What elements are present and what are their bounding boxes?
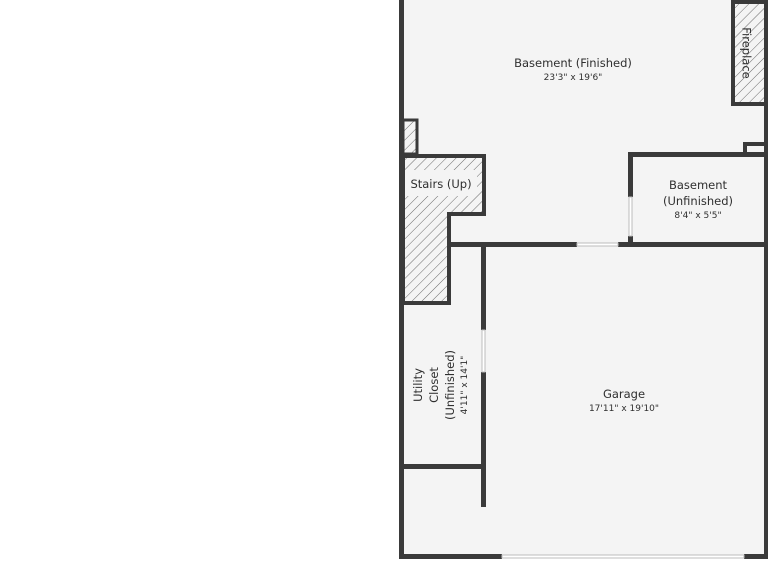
basement-finished-dimensions: 23'3" x 19'6" bbox=[544, 73, 603, 83]
unfinished-door-opening bbox=[628, 196, 633, 237]
basement-unfinished-name-line1: Basement bbox=[669, 178, 728, 192]
wall-unfinished-left-lower bbox=[628, 236, 633, 247]
basement-finished-name: Basement (Finished) bbox=[514, 56, 632, 70]
basement-finished-label: Basement (Finished) 23'3" x 19'6" bbox=[514, 56, 632, 83]
utility-closet-name-line2: Closet bbox=[427, 367, 441, 403]
wall-garage-left-lower bbox=[481, 372, 486, 507]
walls bbox=[399, 0, 768, 559]
garage-dimensions: 17'11" x 19'10" bbox=[589, 404, 659, 414]
basement-unfinished-dimensions: 8'4" x 5'5" bbox=[674, 211, 721, 221]
wall-closet-bottom bbox=[401, 464, 484, 469]
basement-unfinished-label: Basement (Unfinished) 8'4" x 5'5" bbox=[663, 178, 733, 221]
wall-garage-left-upper bbox=[481, 244, 486, 330]
fireplace-label: Fireplace bbox=[740, 27, 754, 78]
wall-left-outer bbox=[399, 0, 404, 559]
basement-unfinished-name-line2: (Unfinished) bbox=[663, 194, 733, 208]
floor-area bbox=[401, 0, 768, 558]
wall-garage-top-right bbox=[618, 242, 768, 247]
column-hatch bbox=[401, 118, 419, 156]
fireplace-hatch bbox=[731, 0, 768, 106]
basement-garage-opening bbox=[576, 242, 619, 247]
wall-unfinished-top bbox=[628, 152, 766, 157]
wall-unfinished-left-upper bbox=[628, 152, 633, 197]
garage-label: Garage 17'11" x 19'10" bbox=[589, 387, 659, 414]
utility-closet-name-line3: (Unfinished) bbox=[443, 350, 457, 420]
wall-right-outer bbox=[764, 0, 768, 559]
wall-notch-vertical bbox=[743, 142, 747, 156]
wall-notch-horizontal bbox=[743, 142, 767, 146]
wall-bottom-right bbox=[744, 554, 768, 559]
closet-door-opening bbox=[481, 329, 486, 373]
utility-closet-label: Utility Closet (Unfinished) 4'11" x 14'1… bbox=[411, 350, 470, 420]
utility-closet-dimensions: 4'11" x 14'1" bbox=[460, 356, 470, 415]
stairs-label: Stairs (Up) bbox=[410, 177, 471, 191]
utility-closet-name-line1: Utility bbox=[411, 368, 425, 402]
openings bbox=[481, 196, 745, 559]
garage-door-opening bbox=[501, 554, 745, 559]
garage-name: Garage bbox=[603, 387, 645, 401]
wall-bottom-left bbox=[399, 554, 502, 559]
stairs-label-bg bbox=[405, 170, 477, 196]
wall-garage-top-left bbox=[449, 242, 577, 247]
